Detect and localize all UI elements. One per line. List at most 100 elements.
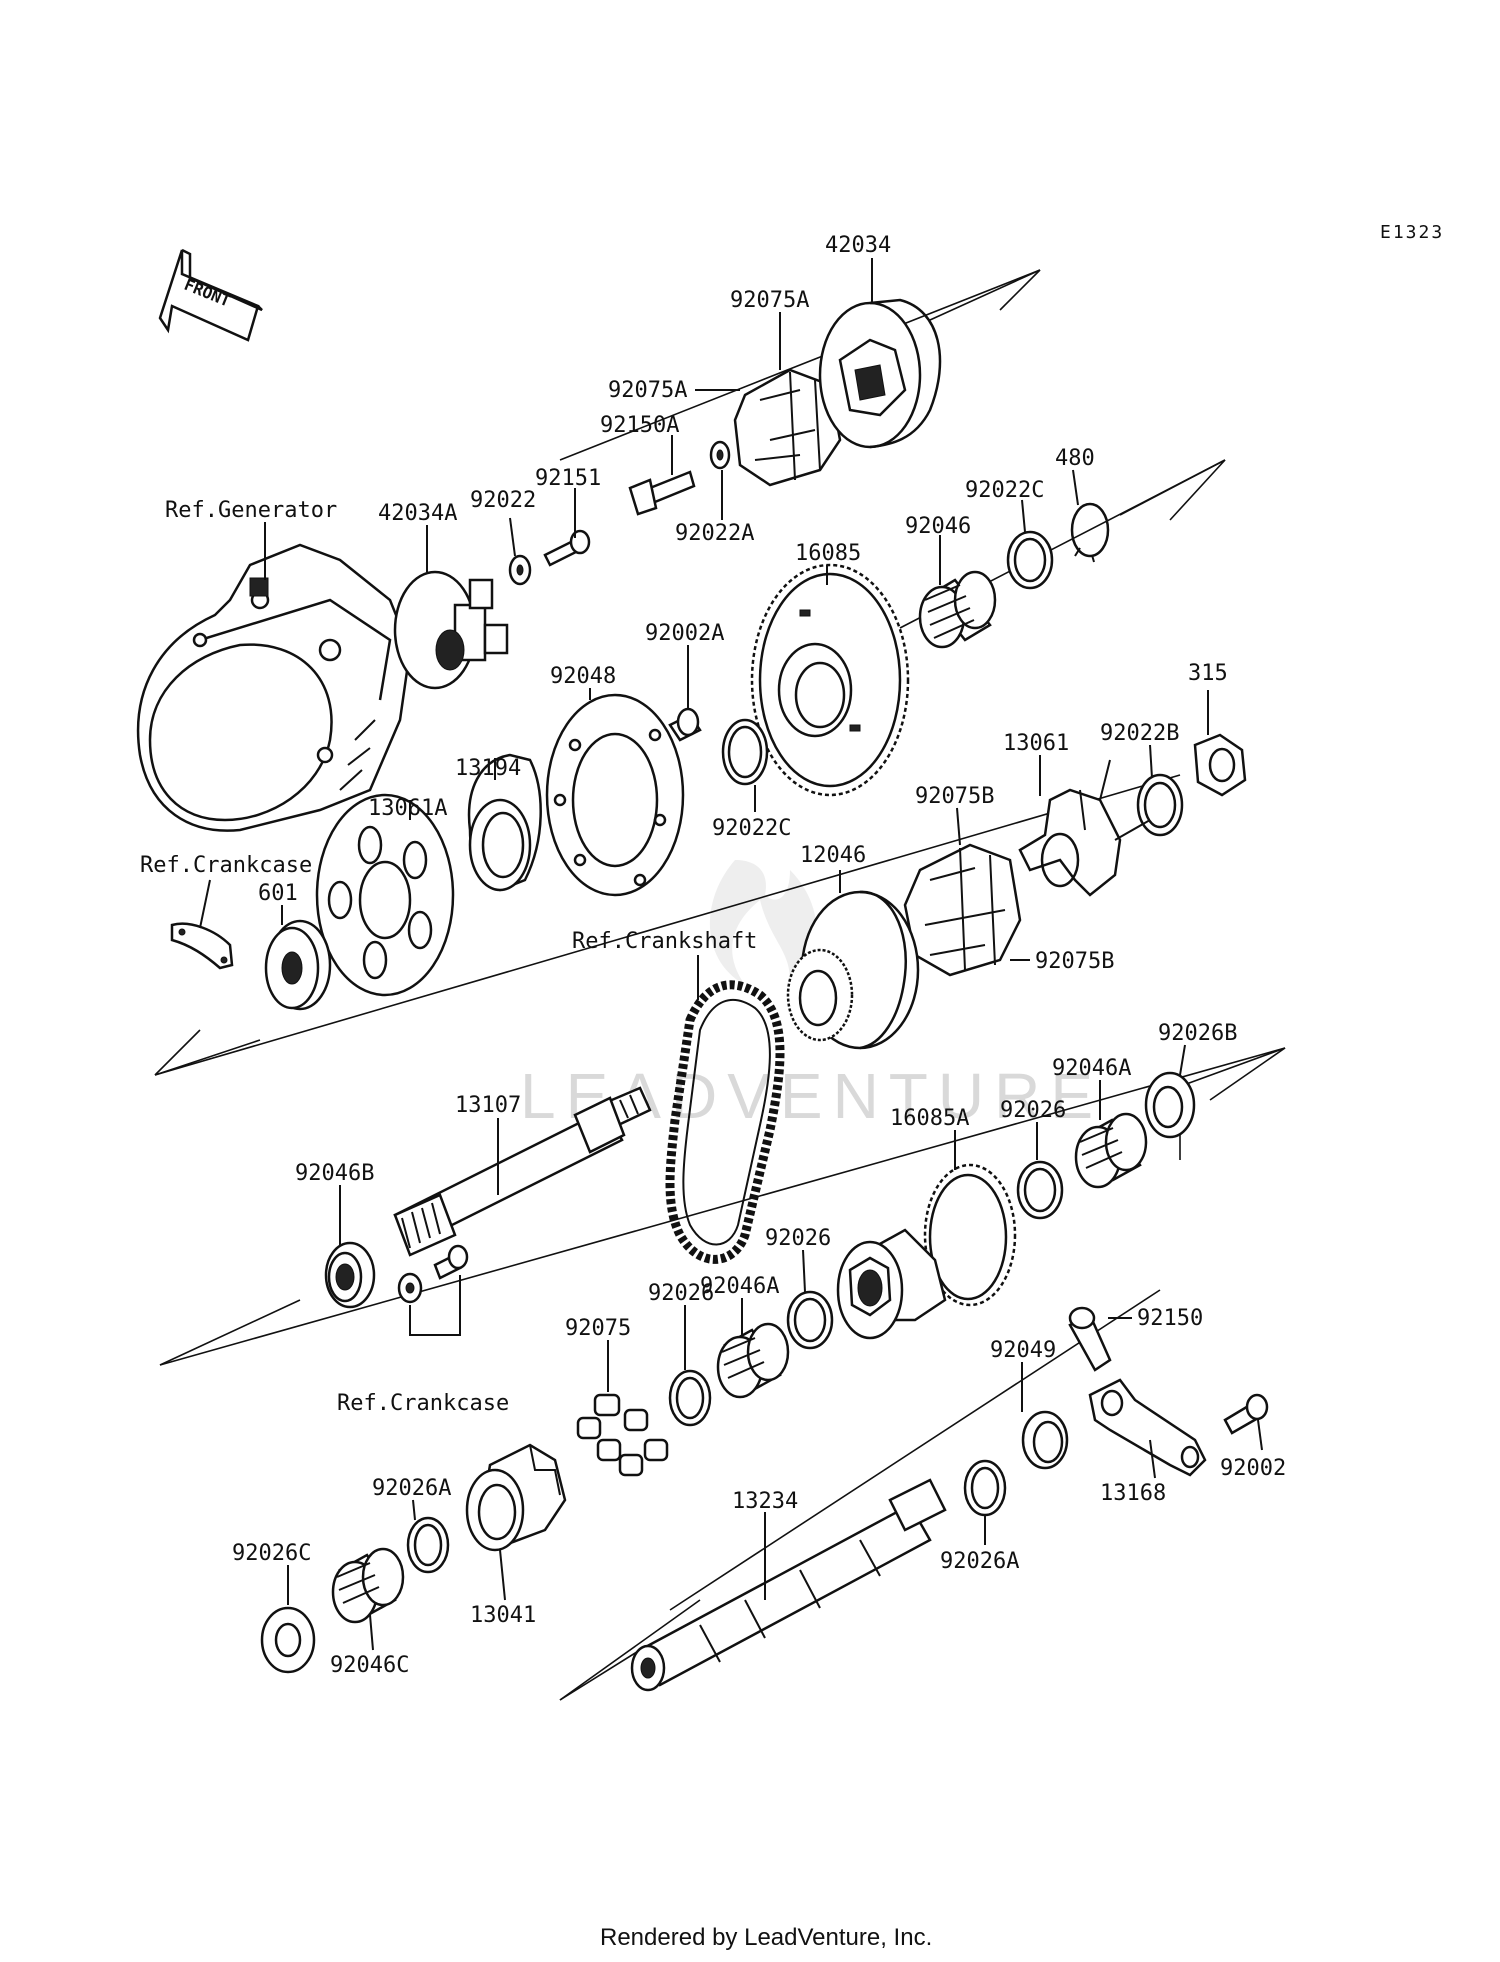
- part-92026-low[interactable]: [668, 1369, 712, 1427]
- part-92026a-left[interactable]: [406, 1516, 450, 1574]
- label-12046[interactable]: 12046: [800, 843, 866, 868]
- label-92046a-2[interactable]: 92046A: [700, 1274, 779, 1299]
- generator-cover: [136, 543, 412, 832]
- part-92075[interactable]: [576, 1393, 669, 1477]
- label-92150a[interactable]: 92150A: [600, 413, 679, 438]
- label-ref-crankcase-bottom[interactable]: Ref.Crankcase: [337, 1391, 509, 1416]
- label-42034[interactable]: 42034: [825, 233, 891, 258]
- part-13061a[interactable]: [315, 793, 455, 997]
- label-315[interactable]: 315: [1188, 661, 1228, 686]
- label-13168[interactable]: 13168: [1100, 1481, 1166, 1506]
- part-92026c[interactable]: [260, 1606, 316, 1674]
- label-92022a[interactable]: 92022A: [675, 521, 754, 546]
- part-92022c-mid[interactable]: [721, 718, 769, 786]
- front-arrow: FRONT: [158, 248, 263, 342]
- part-13041[interactable]: [465, 1443, 567, 1552]
- part-601[interactable]: [264, 919, 332, 1011]
- part-92026-top[interactable]: [1016, 1160, 1064, 1220]
- label-92026-1[interactable]: 92026: [1000, 1098, 1066, 1123]
- part-92002a[interactable]: [668, 707, 702, 742]
- label-92026a-1[interactable]: 92026A: [372, 1476, 451, 1501]
- part-92075a[interactable]: [733, 368, 842, 487]
- label-92022[interactable]: 92022: [470, 488, 536, 513]
- part-92026b[interactable]: [1144, 1071, 1196, 1139]
- label-92048[interactable]: 92048: [550, 664, 616, 689]
- part-92151[interactable]: [543, 529, 591, 567]
- footer-text: Rendered by LeadVenture, Inc.: [600, 1924, 932, 1951]
- label-92075b-1[interactable]: 92075B: [915, 784, 994, 809]
- part-13234[interactable]: [630, 1478, 947, 1692]
- label-92026a-2[interactable]: 92026A: [940, 1549, 1019, 1574]
- label-92026b[interactable]: 92026B: [1158, 1021, 1237, 1046]
- label-92022b[interactable]: 92022B: [1100, 721, 1179, 746]
- label-601[interactable]: 601: [258, 881, 298, 906]
- label-13194[interactable]: 13194: [455, 756, 521, 781]
- part-92002[interactable]: [1223, 1393, 1269, 1435]
- label-ref-crankcase-top[interactable]: Ref.Crankcase: [140, 853, 312, 878]
- crankcase-bolt: [397, 1244, 469, 1336]
- label-92046b[interactable]: 92046B: [295, 1161, 374, 1186]
- part-12046[interactable]: [786, 890, 920, 1050]
- part-315[interactable]: [1193, 733, 1247, 797]
- label-ref-crankshaft[interactable]: Ref.Crankshaft: [572, 929, 757, 954]
- label-16085a[interactable]: 16085A: [890, 1106, 969, 1131]
- label-13107[interactable]: 13107: [455, 1093, 521, 1118]
- label-92075[interactable]: 92075: [565, 1316, 631, 1341]
- label-92151[interactable]: 92151: [535, 466, 601, 491]
- part-13168[interactable]: [1088, 1378, 1207, 1477]
- part-92046a-mid[interactable]: [716, 1322, 790, 1399]
- part-92048[interactable]: [545, 693, 685, 897]
- part-92150[interactable]: [1068, 1306, 1112, 1372]
- part-92046b[interactable]: [324, 1241, 376, 1309]
- part-42034a[interactable]: [393, 570, 509, 690]
- label-92026c[interactable]: 92026C: [232, 1541, 311, 1566]
- part-13061[interactable]: [1018, 759, 1151, 897]
- part-92022c-top[interactable]: [1006, 530, 1054, 590]
- part-92046[interactable]: [918, 570, 997, 649]
- label-92046[interactable]: 92046: [905, 514, 971, 539]
- drive-chain: [665, 980, 785, 1264]
- label-92026-3[interactable]: 92026: [648, 1281, 714, 1306]
- part-92026a-right[interactable]: [963, 1459, 1007, 1517]
- part-92022a[interactable]: [709, 440, 731, 470]
- label-42034a[interactable]: 42034A: [378, 501, 457, 526]
- label-92002a[interactable]: 92002A: [645, 621, 724, 646]
- label-ref-generator[interactable]: Ref.Generator: [165, 498, 337, 523]
- label-13061a[interactable]: 13061A: [368, 796, 447, 821]
- diagram-code: E1323: [1380, 222, 1444, 243]
- label-92046c[interactable]: 92046C: [330, 1653, 409, 1678]
- label-16085[interactable]: 16085: [795, 541, 861, 566]
- watermark-logo: [709, 860, 817, 985]
- label-13234[interactable]: 13234: [732, 1489, 798, 1514]
- label-92150[interactable]: 92150: [1137, 1306, 1203, 1331]
- part-92022b[interactable]: [1136, 773, 1184, 837]
- label-13041[interactable]: 13041: [470, 1603, 536, 1628]
- part-13194[interactable]: [467, 753, 542, 892]
- label-92022c-2[interactable]: 92022C: [712, 816, 791, 841]
- label-92049[interactable]: 92049: [990, 1338, 1056, 1363]
- part-92026-mid[interactable]: [786, 1290, 834, 1350]
- part-92150a[interactable]: [628, 470, 696, 516]
- label-92046a-1[interactable]: 92046A: [1052, 1056, 1131, 1081]
- part-92046a-top[interactable]: [1074, 1112, 1148, 1189]
- crankcase-piece-top: [170, 922, 234, 970]
- label-92022c-1[interactable]: 92022C: [965, 478, 1044, 503]
- part-92022[interactable]: [508, 554, 532, 586]
- part-13107[interactable]: [393, 1086, 652, 1257]
- part-labels: 42034 92075A 92075A 92150A 92022A 92151 …: [140, 233, 1286, 1678]
- part-92046c[interactable]: [331, 1547, 405, 1624]
- label-480[interactable]: 480: [1055, 446, 1095, 471]
- part-16085a[interactable]: [836, 1163, 1017, 1340]
- label-92002[interactable]: 92002: [1220, 1456, 1286, 1481]
- label-92075a-2[interactable]: 92075A: [608, 378, 687, 403]
- part-92049[interactable]: [1021, 1410, 1069, 1470]
- part-92075b[interactable]: [903, 843, 1022, 977]
- label-92075b-2[interactable]: 92075B: [1035, 949, 1114, 974]
- label-13061[interactable]: 13061: [1003, 731, 1069, 756]
- label-92075a-1[interactable]: 92075A: [730, 288, 809, 313]
- part-480[interactable]: [1070, 502, 1110, 563]
- part-16085[interactable]: [750, 563, 910, 797]
- label-92026-2[interactable]: 92026: [765, 1226, 831, 1251]
- part-42034[interactable]: [818, 298, 942, 449]
